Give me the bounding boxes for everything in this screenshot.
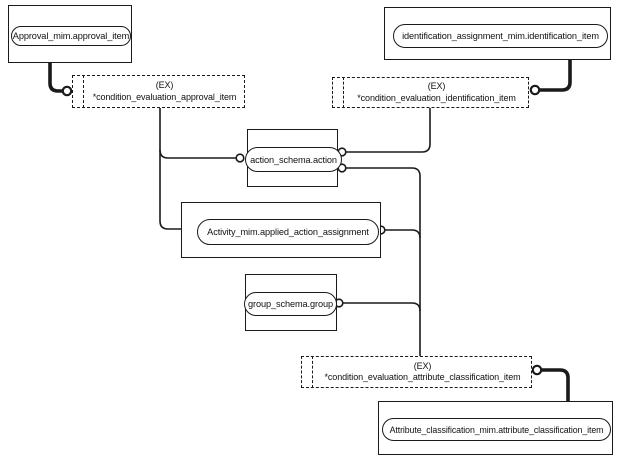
wire-cond-approval-down	[159, 108, 188, 230]
node-group-pill: group_schema.group	[244, 292, 337, 316]
node-attribute-classification-item-label: Attribute_classification_mim.attribute_c…	[389, 424, 604, 435]
wire-activity-join	[385, 229, 421, 239]
node-action-pill: action_schema.action	[245, 147, 342, 172]
node-applied-action-assignment-label: Activity_mim.applied_action_assignment	[207, 227, 369, 237]
extensible-tag: (EX)	[155, 80, 174, 91]
node-approval-item: Approval_mim.approval_item	[8, 5, 132, 63]
node-approval-item-label: Approval_mim.approval_item	[12, 31, 130, 41]
connector-terminal-circle	[61, 85, 73, 97]
node-condition-evaluation-attribute-classification-item-label: *condition_evaluation_attribute_classifi…	[324, 372, 521, 382]
node-identification-item-pill: identification_assignment_mim.identifica…	[393, 24, 608, 48]
node-applied-action-assignment-pill: Activity_mim.applied_action_assignment	[197, 219, 379, 245]
compartment-divider	[83, 75, 84, 108]
node-condition-evaluation-identification-item: (EX) *condition_evaluation_identificatio…	[332, 77, 529, 108]
node-applied-action-assignment: Activity_mim.applied_action_assignment	[181, 202, 381, 258]
node-approval-item-pill: Approval_mim.approval_item	[11, 26, 131, 46]
node-group-label: group_schema.group	[247, 299, 334, 309]
node-identification-item: identification_assignment_mim.identifica…	[384, 7, 611, 60]
node-condition-evaluation-identification-item-label: *condition_evaluation_identification_ite…	[357, 92, 516, 103]
node-condition-evaluation-approval-item-label: *condition_evaluation_approval_item	[92, 91, 237, 102]
node-attribute-classification-item-pill: Attribute_classification_mim.attribute_c…	[382, 418, 611, 441]
node-action-label: action_schema.action	[250, 154, 337, 165]
compartment-divider	[312, 356, 313, 388]
wire-cond-attribute-to-attribute	[542, 368, 570, 401]
extensible-tag: (EX)	[427, 81, 446, 92]
wire-cond-identification-to-action	[346, 108, 431, 153]
wire-identification-to-cond-identification	[540, 60, 572, 92]
connector-terminal-circle	[531, 364, 543, 376]
wire-action-to-cond-attribute	[346, 167, 421, 356]
node-attribute-classification-item: Attribute_classification_mim.attribute_c…	[378, 401, 613, 455]
connector-terminal-circle	[529, 84, 541, 96]
node-condition-evaluation-approval-item: (EX) *condition_evaluation_approval_item	[72, 75, 245, 108]
extensible-tag: (EX)	[413, 360, 432, 371]
node-condition-evaluation-attribute-classification-item: (EX) *condition_evaluation_attribute_cla…	[301, 356, 532, 388]
wire-branch-to-action-left	[159, 149, 236, 159]
wire-approval-to-cond-approval	[48, 63, 62, 93]
wire-group-join	[343, 302, 421, 312]
node-group: group_schema.group	[244, 274, 337, 331]
node-identification-item-label: identification_assignment_mim.identifica…	[402, 31, 599, 41]
connector-terminal-circle	[235, 153, 245, 163]
compartment-divider	[343, 77, 344, 108]
node-action: action_schema.action	[245, 129, 342, 187]
